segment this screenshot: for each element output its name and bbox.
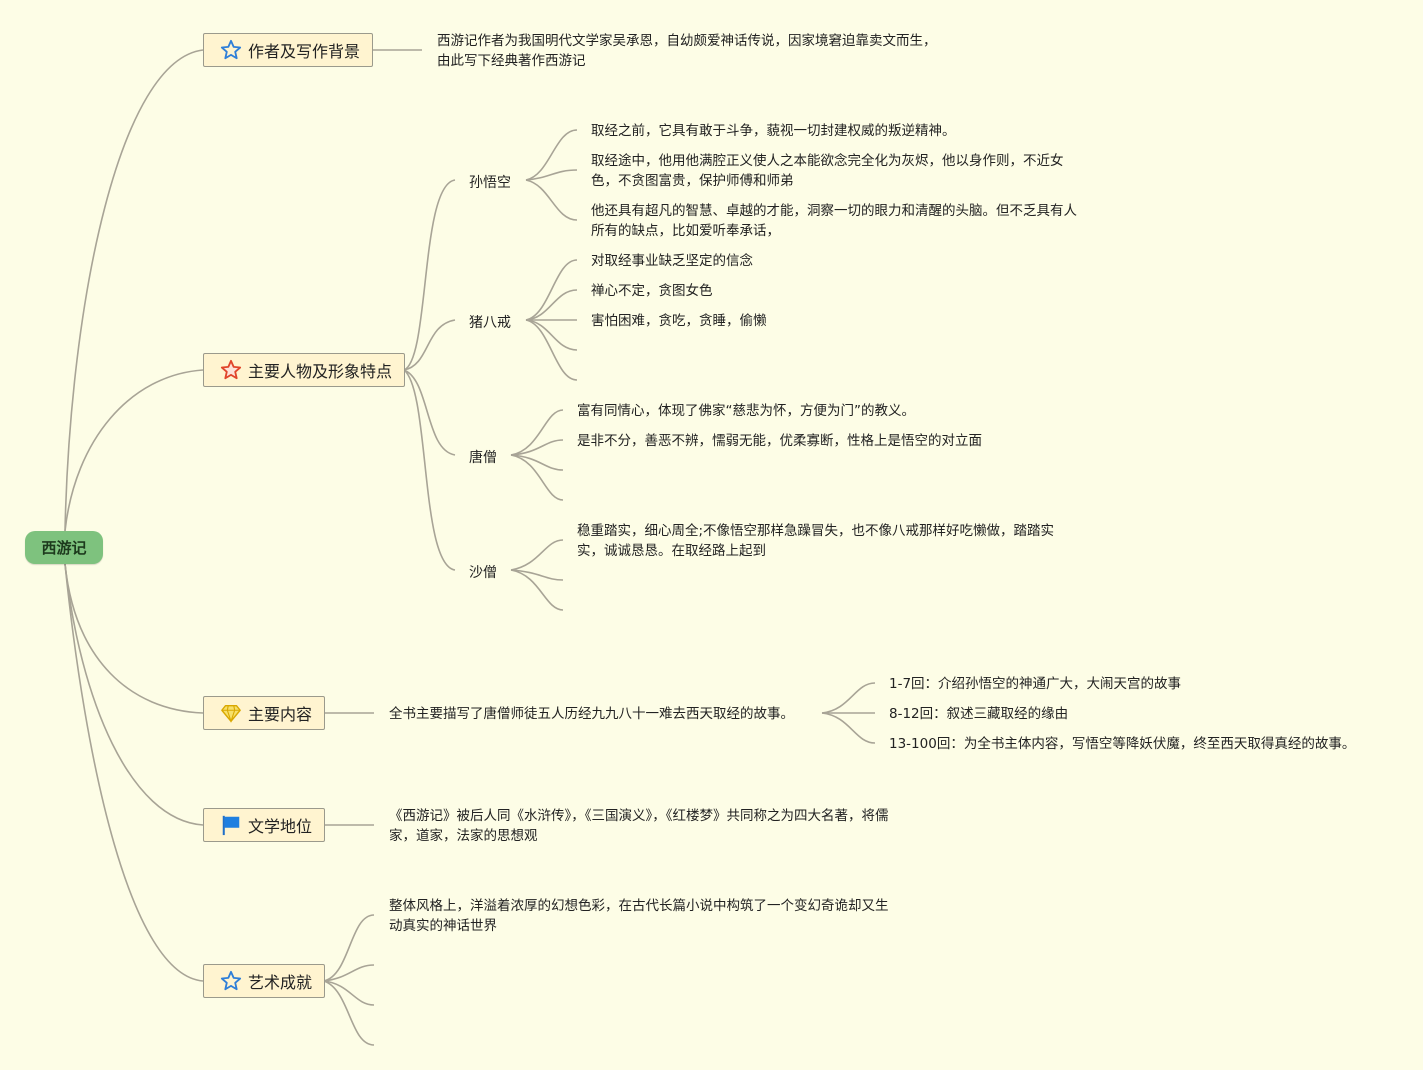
tangseng-trait: 是非不分，善恶不辨，懦弱无能，优柔寡断，性格上是悟空的对立面 [577,433,982,449]
topic-art[interactable]: 艺术成就 [203,964,325,998]
topic-characters-label: 主要人物及形象特点 [248,362,393,381]
blue-star-icon [220,970,242,991]
zhubajie-trait: 对取经事业缺乏坚定的信念 [591,253,753,269]
status-text: 《西游记》被后人同《水浒传》，《三国演义》，《红楼梦》共同称之为四大名著，将儒家… [389,808,889,844]
content-chapter: 1-7回：介绍孙悟空的神通广大，大闹天宫的故事 [889,676,1182,692]
tangseng-trait: 富有同情心，体现了佛家“慈悲为怀，方便为门”的教义。 [577,403,915,419]
topic-status[interactable]: 文学地位 [203,808,325,842]
character-shaseng[interactable]: 沙僧 [469,565,497,581]
author-text: 西游记作者为我国明代文学家吴承恩，自幼颇爱神话传说，因家境窘迫靠卖文而生，由此写… [437,33,937,69]
topic-author-label: 作者及写作背景 [248,42,361,61]
content-summary: 全书主要描写了唐僧师徒五人历经九九八十一难去西天取经的故事。 [389,706,794,722]
shaseng-trait: 稳重踏实，细心周全;不像悟空那样急躁冒失，也不像八戒那样好吃懒做，踏踏实实，诚诚… [577,523,1055,559]
content-chapter: 13-100回：为全书主体内容，写悟空等降妖伏魔，终至西天取得真经的故事。 [889,736,1356,752]
character-sunwukong[interactable]: 孙悟空 [469,175,511,191]
topic-characters[interactable]: 主要人物及形象特点 [203,353,405,387]
topic-author[interactable]: 作者及写作背景 [203,33,373,67]
blue-star-icon [220,39,242,60]
zhubajie-trait: 禅心不定，贪图女色 [591,283,713,299]
topic-status-label: 文学地位 [248,817,313,836]
sunwukong-trait: 取经之前，它具有敢于斗争，藐视一切封建权威的叛逆精神。 [591,123,956,139]
character-tangseng[interactable]: 唐僧 [469,450,497,466]
red-star-icon [220,359,242,380]
content-chapter: 8-12回：叙述三藏取经的缘由 [889,706,1069,722]
sunwukong-trait: 他还具有超凡的智慧、卓越的才能，洞察一切的眼力和清醒的头脑。但不乏具有人所有的缺… [591,203,1077,239]
diamond-icon [221,704,241,723]
art-text: 整体风格上，洋溢着浓厚的幻想色彩，在古代长篇小说中构筑了一个变幻奇诡却又生动真实… [389,898,889,934]
character-zhubajie[interactable]: 猪八戒 [469,315,511,331]
root-node[interactable]: 西游记 [25,531,103,564]
sunwukong-trait: 取经途中，他用他满腔正义使人之本能欲念完全化为灰烬，他以身作则，不近女色，不贪图… [591,153,1064,189]
topic-content-label: 主要内容 [248,705,313,724]
blue-flag-icon [222,815,240,836]
topic-art-label: 艺术成就 [248,973,313,992]
topic-content[interactable]: 主要内容 [203,696,325,730]
zhubajie-trait: 害怕困难，贪吃，贪睡，偷懒 [591,313,767,329]
